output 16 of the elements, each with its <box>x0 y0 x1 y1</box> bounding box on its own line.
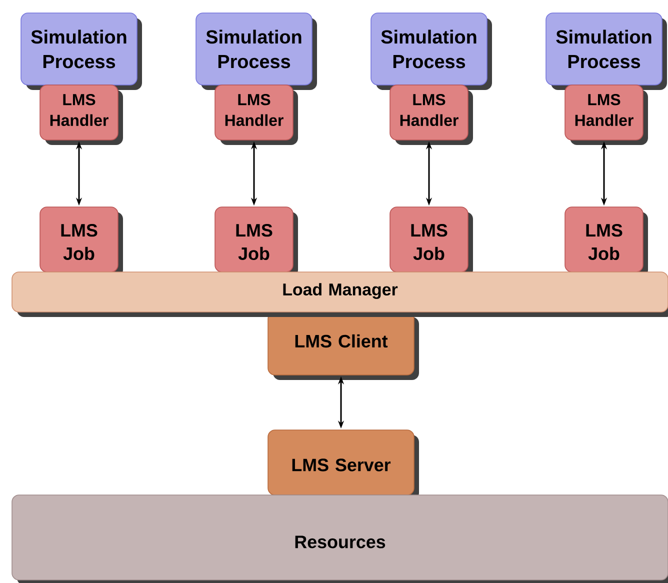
job-box: LMS Job <box>40 206 123 277</box>
job-box: LMS Job <box>390 206 473 277</box>
simulation-process-box: Simulation Process <box>20 12 142 90</box>
handler-box: LMS Handler <box>390 84 473 145</box>
simulation-process-box: Simulation Process <box>196 12 317 90</box>
job-box: LMS Job <box>214 206 298 277</box>
load-manager-bar: Load Manager <box>12 272 668 317</box>
server-box: LMS Server <box>268 430 419 500</box>
job-box: LMS Job <box>564 206 648 277</box>
handler-box: LMS Handler <box>214 84 298 145</box>
resources-bar: Resources <box>12 494 668 583</box>
simulation-process-box: Simulation Process <box>370 12 492 90</box>
client-box: LMS Client <box>268 312 419 380</box>
handler-box: LMS Handler <box>564 84 648 145</box>
handler-box: LMS Handler <box>40 84 123 145</box>
simulation-process-box: Simulation Process <box>546 12 667 90</box>
